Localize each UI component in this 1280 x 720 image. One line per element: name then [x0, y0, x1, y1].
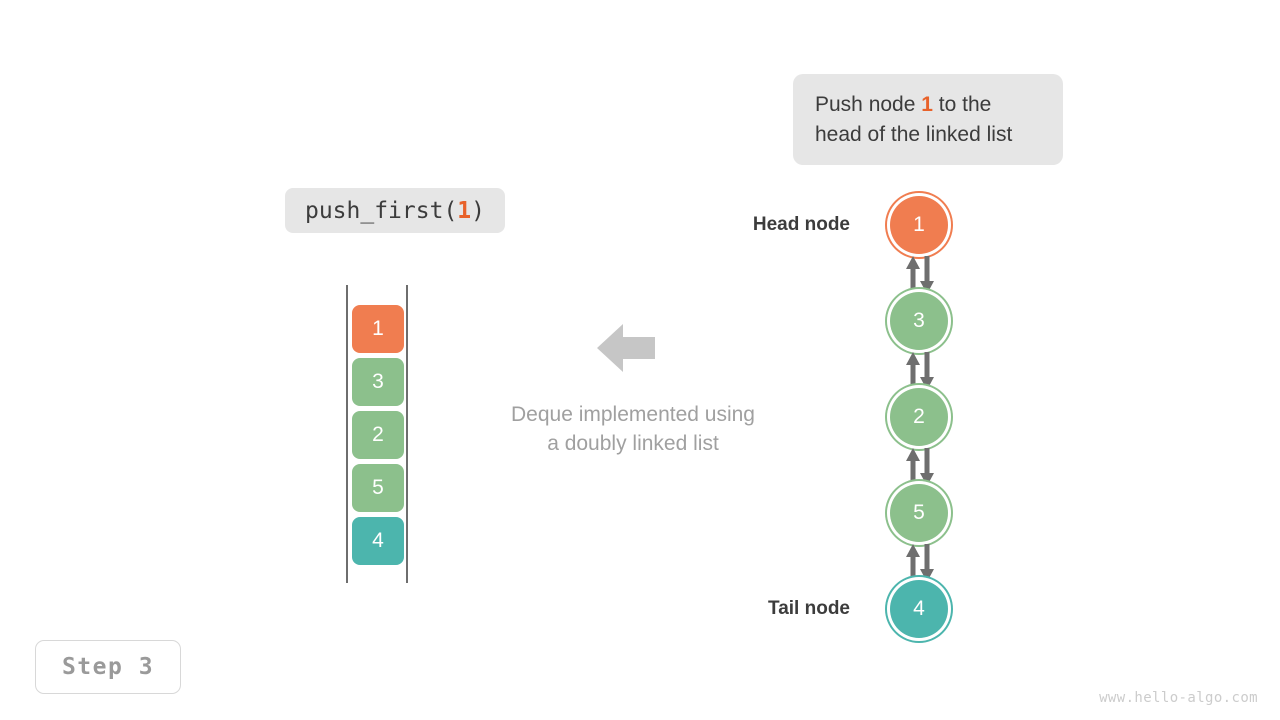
node-link-bidirectional	[904, 448, 936, 486]
function-argument: 1	[457, 197, 472, 224]
list-node-value: 5	[913, 501, 925, 524]
watermark: www.hello-algo.com	[1099, 690, 1258, 706]
step-badge: Step 3	[35, 640, 181, 694]
array-cell: 1	[352, 305, 404, 353]
callout-bubble: Push node 1 to the head of the linked li…	[793, 74, 1063, 165]
caption-line-1: Deque implemented using	[511, 403, 755, 426]
list-node: 1	[890, 196, 948, 254]
array-cell-value: 4	[372, 529, 384, 552]
callout-text: Push node 1 to the head of the linked li…	[815, 90, 1041, 150]
array-cell-list: 1 3 2 5 4	[352, 305, 404, 570]
node-link-bidirectional	[904, 544, 936, 582]
array-cell: 3	[352, 358, 404, 406]
function-call-label: push_first(1)	[285, 188, 505, 233]
array-cell-value: 3	[372, 370, 384, 393]
list-node-value: 1	[913, 213, 925, 236]
list-node: 4	[890, 580, 948, 638]
diagram-caption: Deque implemented using a doubly linked …	[433, 400, 833, 458]
left-arrow-icon	[597, 322, 655, 374]
linked-list: 1 3 2 5 4	[860, 190, 980, 650]
array-cell: 2	[352, 411, 404, 459]
array-column: 1 3 2 5 4	[346, 285, 408, 583]
list-node: 5	[890, 484, 948, 542]
list-node-value: 4	[913, 597, 925, 620]
array-cell: 4	[352, 517, 404, 565]
callout-text-before: Push node	[815, 92, 922, 116]
list-node-value: 2	[913, 405, 925, 428]
array-cell: 5	[352, 464, 404, 512]
list-node: 2	[890, 388, 948, 446]
array-cell-value: 5	[372, 476, 384, 499]
caption-line-2: a doubly linked list	[547, 432, 719, 455]
array-rail-left	[346, 285, 348, 583]
node-link-bidirectional	[904, 256, 936, 294]
array-cell-value: 2	[372, 423, 384, 446]
callout-highlight-value: 1	[921, 92, 933, 116]
list-node: 3	[890, 292, 948, 350]
head-node-label: Head node	[752, 214, 850, 235]
function-name: push_first(	[304, 197, 458, 224]
function-paren-close: )	[471, 197, 486, 224]
node-link-bidirectional	[904, 352, 936, 390]
list-node-value: 3	[913, 309, 925, 332]
array-rail-right	[406, 285, 408, 583]
array-cell-value: 1	[372, 317, 384, 340]
callout-text-after: to the head of the linked list	[815, 92, 1013, 146]
tail-node-label: Tail node	[768, 598, 850, 619]
